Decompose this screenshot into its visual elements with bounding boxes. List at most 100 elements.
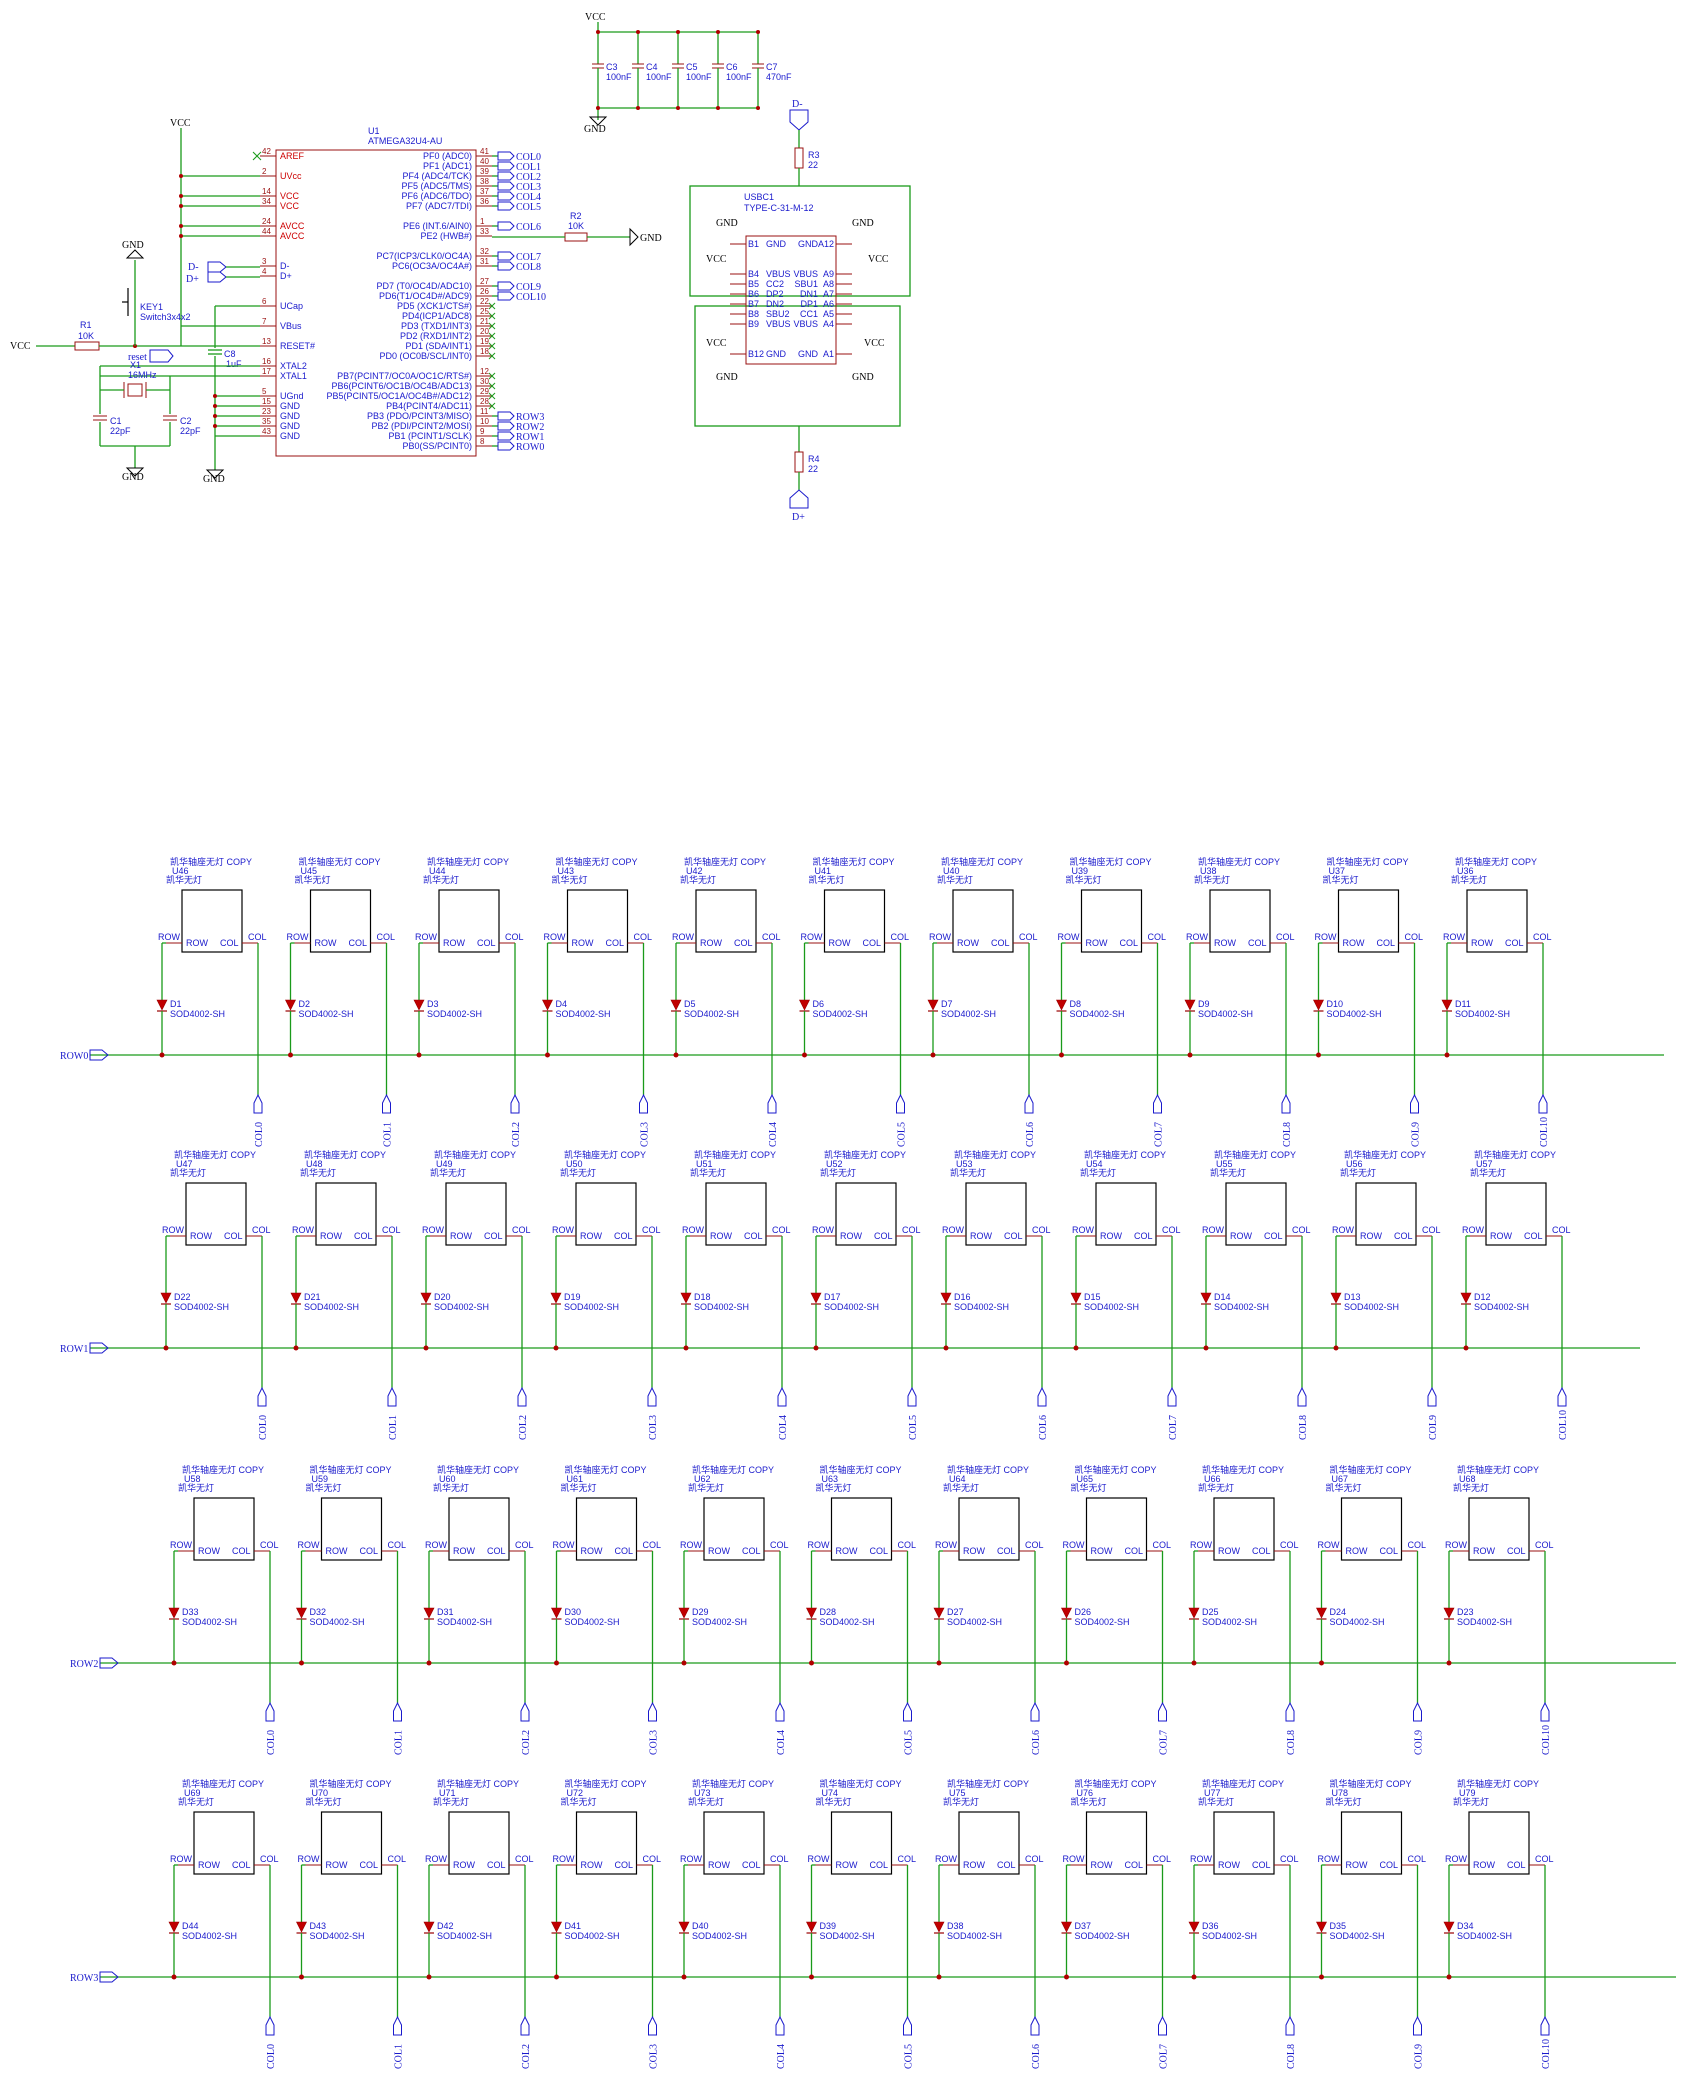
usb-gnd-label: GND (716, 218, 738, 229)
switch-title: 凯华轴座无灯 COPY (170, 856, 252, 867)
switch-ref: U61 (567, 1474, 584, 1484)
cap-ref: C4 (646, 62, 658, 72)
switch-row-pin: ROW (708, 1546, 731, 1556)
key-switch (1468, 1811, 1530, 1875)
diode (160, 1292, 172, 1304)
diode (1441, 999, 1453, 1011)
switch-col-pin: COL (744, 1231, 763, 1241)
mcu-pin-num: 27 (480, 277, 489, 286)
col-net-label: COL2 (518, 1415, 529, 1440)
switch-value: 凯华无灯 (295, 874, 331, 885)
mcu-net-label: COL6 (516, 222, 541, 233)
switch-value: 凯华无灯 (1470, 1167, 1506, 1178)
diode (1316, 1607, 1327, 1619)
switch-row-pin: ROW (1218, 1546, 1241, 1556)
switch-row-pin: ROW (970, 1231, 993, 1241)
switch-ref: U70 (312, 1788, 329, 1798)
switch-title: 凯华轴座无灯 COPY (556, 856, 638, 867)
mcu-pin-name: PB2 (PDI/PCINT2/MOSI) (371, 421, 472, 431)
switch-title: 凯华轴座无灯 COPY (174, 1149, 256, 1160)
col-net-label: COL0 (258, 1415, 269, 1440)
col-pin-label: COL (772, 1225, 791, 1235)
mcu-pin-name: PD0 (OC0B/SCL/INT0) (379, 351, 472, 361)
switch-ref: U50 (566, 1159, 583, 1169)
switch-value: 凯华无灯 (1210, 1167, 1246, 1178)
col-pin-label: COL (634, 932, 653, 942)
mcu-pin-num: 16 (262, 357, 271, 366)
switch-title: 凯华轴座无灯 COPY (310, 1778, 392, 1789)
mcu-pin-name: UCap (280, 301, 303, 311)
switch-ref: U69 (184, 1788, 201, 1798)
diode (1061, 1607, 1072, 1619)
diode-ref: D23 (1457, 1607, 1474, 1617)
usb-pin-num: B9 (748, 319, 759, 329)
mcu-pin-num: 5 (262, 387, 267, 396)
row-pin-label: ROW (929, 932, 952, 942)
mcu-pin-name: PD7 (T0/OC4D/ADC10) (376, 281, 472, 291)
switch-value: 凯华无灯 (1340, 1167, 1376, 1178)
row-pin-label: ROW (812, 1225, 835, 1235)
diode-value: SOD4002-SH (1474, 1302, 1529, 1312)
switch-value: 凯华无灯 (1071, 1796, 1107, 1807)
row-pin-label: ROW (682, 1225, 705, 1235)
usb-pin-name: GND (798, 349, 819, 359)
col-net-label: COL8 (1298, 1415, 1309, 1440)
diode-ref: D28 (820, 1607, 837, 1617)
key-switch (1213, 1811, 1275, 1875)
switch-title: 凯华轴座无灯 COPY (437, 1464, 519, 1475)
usb-vcc-label: VCC (706, 338, 727, 349)
gnd-label-xtal: GND (122, 472, 144, 483)
usb-pin-num: B5 (748, 279, 759, 289)
key-switch (830, 1811, 893, 1875)
usb-pin-num: A7 (823, 289, 834, 299)
diode-ref: D44 (182, 1921, 199, 1931)
diode-ref: D1 (170, 999, 182, 1009)
mcu-pin-name: AREF (280, 151, 305, 161)
mcu-pin-num: 15 (262, 397, 271, 406)
switch-title: 凯华轴座无灯 COPY (692, 1464, 774, 1475)
switch-title: 凯华轴座无灯 COPY (434, 1149, 516, 1160)
col-net-label: COL3 (640, 1122, 651, 1147)
diode-value: SOD4002-SH (813, 1009, 868, 1019)
col-net-label: COL4 (776, 1730, 787, 1755)
diode-ref: D43 (310, 1921, 327, 1931)
switch-row-pin: ROW (326, 1860, 349, 1870)
switch-value: 凯华无灯 (809, 874, 845, 885)
col-net-label: COL7 (1154, 1122, 1165, 1147)
diode-value: SOD4002-SH (565, 1617, 620, 1627)
mcu-ref: U1 (368, 126, 380, 136)
key-switch (575, 1182, 637, 1246)
switch-col-pin: COL (1507, 1860, 1526, 1870)
diode (670, 999, 682, 1011)
diode-value: SOD4002-SH (437, 1617, 492, 1627)
diode-value: SOD4002-SH (941, 1009, 996, 1019)
key-switch (958, 1811, 1020, 1875)
switch-col-pin: COL (614, 1231, 633, 1241)
switch-col-pin: COL (1125, 1546, 1144, 1556)
diode-ref: D29 (692, 1607, 709, 1617)
switch-col-pin: COL (1505, 938, 1524, 948)
row-pin-label: ROW (1315, 932, 1338, 942)
col-net-label: COL5 (904, 2044, 915, 2069)
row-pin-label: ROW (1445, 1854, 1468, 1864)
col-pin-label: COL (1025, 1540, 1044, 1550)
col-pin-label: COL (1535, 1854, 1554, 1864)
mcu-pin-name: PD2 (RXD1/INT2) (400, 331, 472, 341)
row-pin-label: ROW (808, 1854, 831, 1864)
mcu-pin-num: 22 (480, 297, 489, 306)
row-pin-label: ROW (170, 1854, 193, 1864)
col-pin-label: COL (1032, 1225, 1051, 1235)
key-switch (1213, 1497, 1275, 1561)
key-switch (1085, 1811, 1148, 1875)
mcu-power-wiring: VCC D- D+ C8 1uF GND VC (10, 118, 662, 485)
mcu-pin-num: 1 (480, 217, 485, 226)
cap-ref: C6 (726, 62, 738, 72)
key-switch (952, 889, 1014, 953)
row-pin-label: ROW (170, 1540, 193, 1550)
row-net-label: ROW1 (60, 1344, 88, 1355)
switch-col-pin: COL (742, 1860, 761, 1870)
key-switch (703, 1497, 765, 1561)
diode-value: SOD4002-SH (304, 1302, 359, 1312)
switch-title: 凯华轴座无灯 COPY (947, 1778, 1029, 1789)
switch-col-pin: COL (870, 1546, 889, 1556)
